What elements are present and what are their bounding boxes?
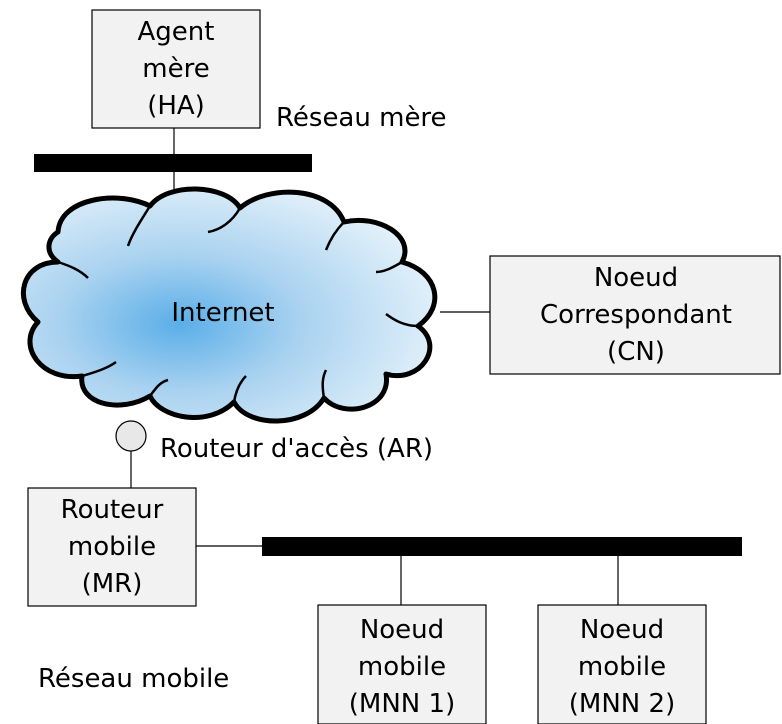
home-agent-line-2: mère — [142, 54, 209, 84]
home-network-label: Réseau mère — [276, 103, 447, 133]
correspondent-node-line-2: Correspondant — [540, 300, 732, 330]
mobile-network-node-2-box: Noeud mobile (MNN 2) — [537, 604, 707, 724]
correspondent-node-line-3: (CN) — [607, 337, 665, 367]
correspondent-node-line-1: Noeud — [594, 263, 678, 293]
mnn1-line-3: (MNN 1) — [349, 689, 455, 719]
mobile-router-box: Routeur mobile (MR) — [27, 487, 197, 607]
home-agent-line-3: (HA) — [147, 91, 205, 121]
access-router-label: Routeur d'accès (AR) — [160, 434, 433, 464]
mnn1-line-2: mobile — [358, 652, 446, 682]
mobile-router-line-3: (MR) — [82, 569, 143, 599]
home-network-bus — [34, 154, 312, 172]
mobile-network-bus — [262, 537, 742, 556]
mnn1-line-1: Noeud — [360, 615, 444, 645]
home-agent-box: Agent mère (HA) — [91, 9, 261, 129]
internet-cloud: Internet — [20, 186, 438, 424]
access-router-node — [115, 420, 147, 452]
mnn2-line-2: mobile — [578, 652, 666, 682]
mobile-network-label: Réseau mobile — [38, 664, 229, 694]
mobile-network-node-1-box: Noeud mobile (MNN 1) — [317, 604, 487, 724]
correspondent-node-box: Noeud Correspondant (CN) — [489, 255, 781, 375]
home-agent-line-1: Agent — [138, 17, 215, 47]
mobile-router-line-1: Routeur — [61, 495, 164, 525]
mobile-router-line-2: mobile — [68, 532, 156, 562]
mnn2-line-1: Noeud — [580, 615, 664, 645]
internet-label: Internet — [171, 298, 274, 328]
mnn2-line-3: (MNN 2) — [569, 689, 675, 719]
